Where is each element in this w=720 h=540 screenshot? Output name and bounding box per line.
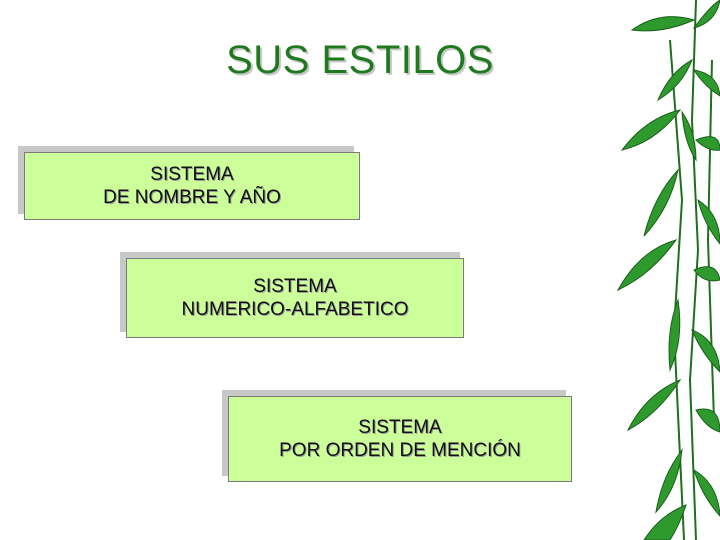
box-2-line-1: SISTEMA (253, 276, 337, 297)
box-3-line-2: POR ORDEN DE MENCIÓN (279, 440, 521, 461)
box-numerico-alfabetico: SISTEMA NUMERICO-ALFABETICO (126, 258, 464, 338)
box-1-line-2: DE NOMBRE Y AÑO (103, 187, 281, 208)
box-1-line-1: SISTEMA (150, 164, 234, 185)
box-nombre-y-ano: SISTEMA DE NOMBRE Y AÑO (24, 152, 360, 220)
slide-title: SUS ESTILOS (226, 38, 494, 82)
bamboo-leaves-icon (616, 0, 720, 540)
box-2-line-2: NUMERICO-ALFABETICO (181, 299, 409, 320)
box-3-line-1: SISTEMA (358, 417, 442, 438)
box-orden-de-mencion: SISTEMA POR ORDEN DE MENCIÓN (228, 396, 572, 482)
